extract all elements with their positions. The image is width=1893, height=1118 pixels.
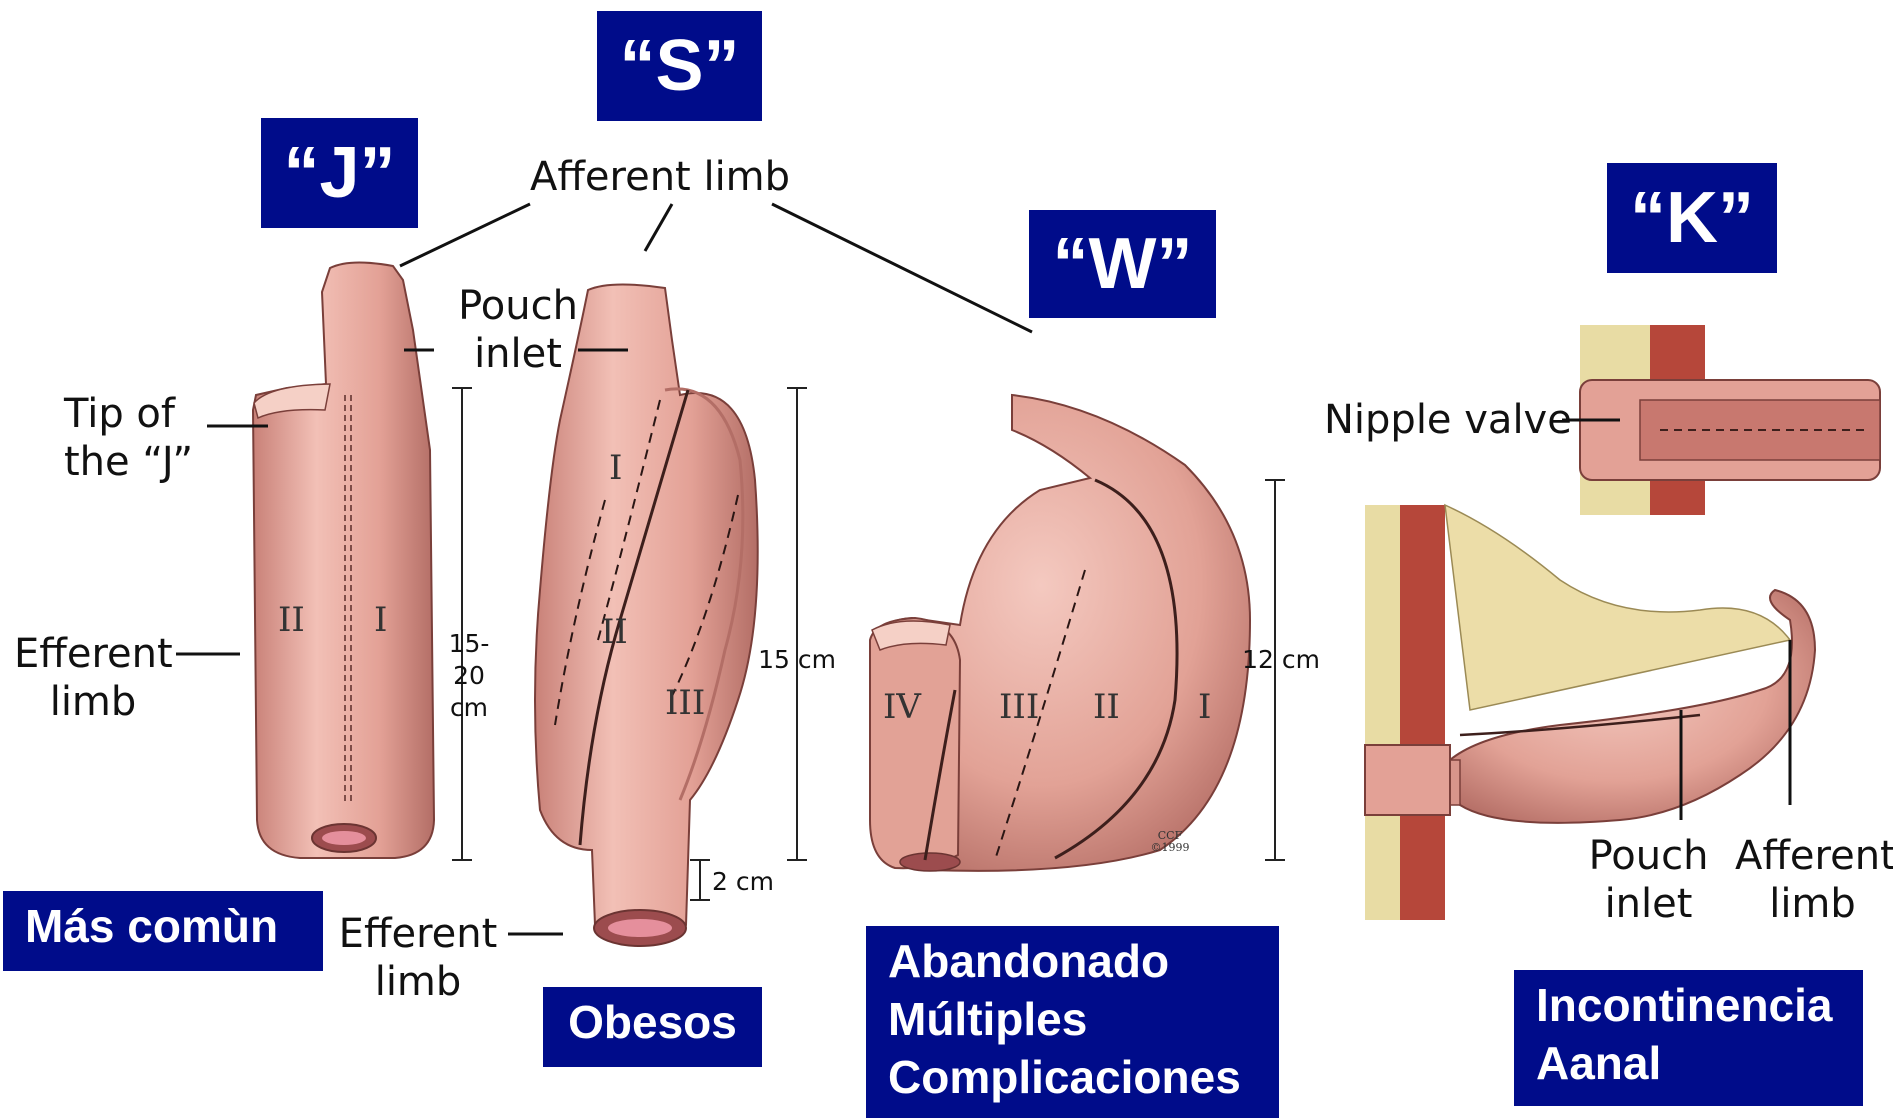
w-segment-iii: III xyxy=(999,687,1039,727)
s-efferent-label-line-2: limb xyxy=(338,958,498,1006)
k-caption-line-2: Aanal xyxy=(1536,1034,1841,1092)
k-caption-line-1: Incontinencia xyxy=(1536,976,1841,1034)
s-pouch-inlet-line-2: inlet xyxy=(454,330,582,378)
w-pouch-caption: Abandonado Múltiples Complicaciones xyxy=(866,926,1279,1118)
s-efferent-label-line-1: Efferent xyxy=(338,910,498,958)
j-length-measure-line-2: cm xyxy=(434,692,504,724)
j-tip-label: Tip of the “J” xyxy=(64,390,193,486)
k-pouch-inlet-label: Pouch inlet xyxy=(1586,832,1711,928)
s-segment-ii: II xyxy=(601,612,628,652)
s-outlet-measure: 2 cm xyxy=(708,866,778,898)
k-pouch-caption: Incontinencia Aanal xyxy=(1514,970,1863,1106)
s-pouch-inlet-line-1: Pouch xyxy=(454,282,582,330)
w-credit-line-2: ©1999 xyxy=(1150,842,1190,854)
w-segment-iv: IV xyxy=(883,687,921,727)
w-credit: CCF ©1999 xyxy=(1150,830,1190,854)
s-segment-iii: III xyxy=(665,683,705,723)
w-caption-line-3: Complicaciones xyxy=(888,1048,1257,1106)
k-pouch-inlet-line-2: inlet xyxy=(1586,880,1711,928)
j-length-measure-line-1: 15-20 xyxy=(434,628,504,692)
j-pouch-caption: Más comùn xyxy=(3,891,323,971)
j-segment-ii: II xyxy=(278,600,305,640)
s-efferent-label: Efferent limb xyxy=(338,910,498,1006)
s-pouch-title: “S” xyxy=(597,11,762,121)
k-nipple-valve-label: Nipple valve xyxy=(1324,396,1572,444)
k-afferent-label-line-2: limb xyxy=(1735,880,1890,928)
w-caption-line-2: Múltiples xyxy=(888,990,1257,1048)
s-pouch-caption: Obesos xyxy=(543,987,762,1067)
j-tip-label-line-2: the “J” xyxy=(64,438,193,486)
j-length-measure: 15-20 cm xyxy=(434,628,504,724)
j-tip-label-line-1: Tip of xyxy=(64,390,193,438)
k-afferent-label: Afferent limb xyxy=(1735,832,1890,928)
s-segment-i: I xyxy=(609,448,622,488)
k-afferent-label-line-1: Afferent xyxy=(1735,832,1890,880)
w-caption-line-1: Abandonado xyxy=(888,932,1257,990)
k-pouch-title: “K” xyxy=(1607,163,1777,273)
s-afferent-label: Afferent limb xyxy=(530,153,790,201)
w-segment-ii: II xyxy=(1093,687,1120,727)
w-segment-i: I xyxy=(1198,687,1211,727)
s-pouch-inlet-label: Pouch inlet xyxy=(454,282,582,378)
s-length-measure: 15 cm xyxy=(752,644,842,676)
w-pouch-title: “W” xyxy=(1029,210,1216,318)
j-pouch-title: “J” xyxy=(261,118,418,228)
k-pouch-inlet-line-1: Pouch xyxy=(1586,832,1711,880)
j-segment-i: I xyxy=(374,600,387,640)
w-pouch-drawing xyxy=(870,395,1285,871)
w-length-measure: 12 cm xyxy=(1236,644,1326,676)
j-efferent-label-line-1: Efferent xyxy=(14,630,172,678)
j-efferent-label: Efferent limb xyxy=(14,630,172,726)
j-efferent-label-line-2: limb xyxy=(14,678,172,726)
